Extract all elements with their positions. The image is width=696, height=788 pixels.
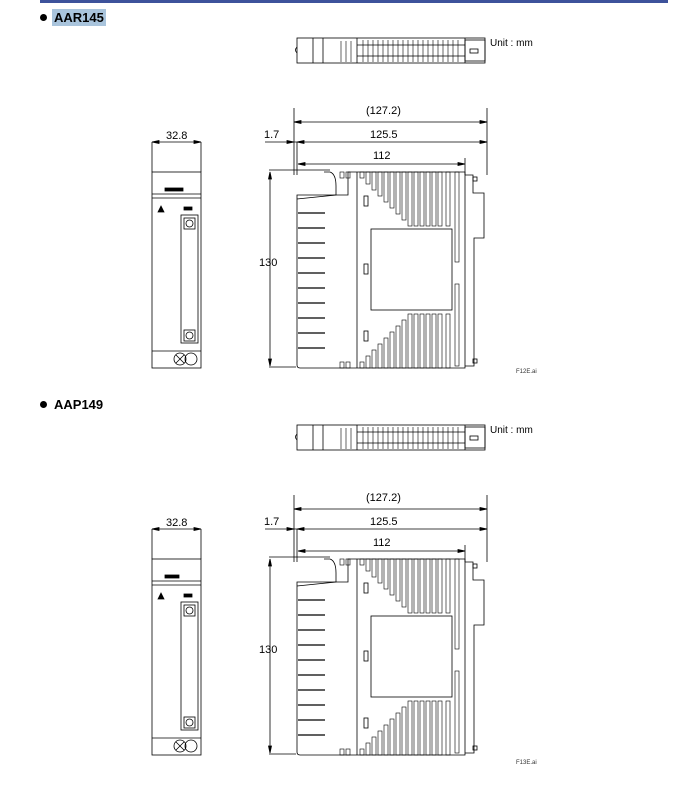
dim-offset: 1.7 [264,129,280,141]
section-title-aap149: AAP149 [40,396,105,413]
dim-height: 130 [259,644,278,656]
dim-overall: (127.2) [366,105,401,117]
bullet-icon [40,14,47,21]
figure-filename: F13E.ai [516,760,537,766]
dim-body: 112 [373,537,391,549]
drawing-aap149: 32.8 (127.2) 1.7 125.5 112 130 Unit : mm… [0,387,696,767]
dim-overall: (127.2) [366,492,401,504]
dim-body: 112 [373,150,391,162]
unit-label: Unit : mm [490,425,533,436]
section-title-aar145: AAR145 [40,9,106,26]
dim-width: 32.8 [166,517,188,529]
header-bar [40,0,668,3]
bullet-icon [40,401,47,408]
dim-depth: 125.5 [370,516,398,528]
section-title-text: AAP149 [54,397,104,412]
dim-depth: 125.5 [370,129,398,141]
drawing-aar145: 32.8 (127.2) 1.7 125.5 112 130 Unit : mm… [0,0,696,380]
section-title-text: AAR145 [52,9,106,26]
top-view [295,37,486,64]
unit-label: Unit : mm [490,38,533,49]
figure-filename: F12E.ai [516,369,537,375]
dim-height: 130 [259,257,278,269]
dim-width: 32.8 [166,130,188,142]
dim-offset: 1.7 [264,516,280,528]
